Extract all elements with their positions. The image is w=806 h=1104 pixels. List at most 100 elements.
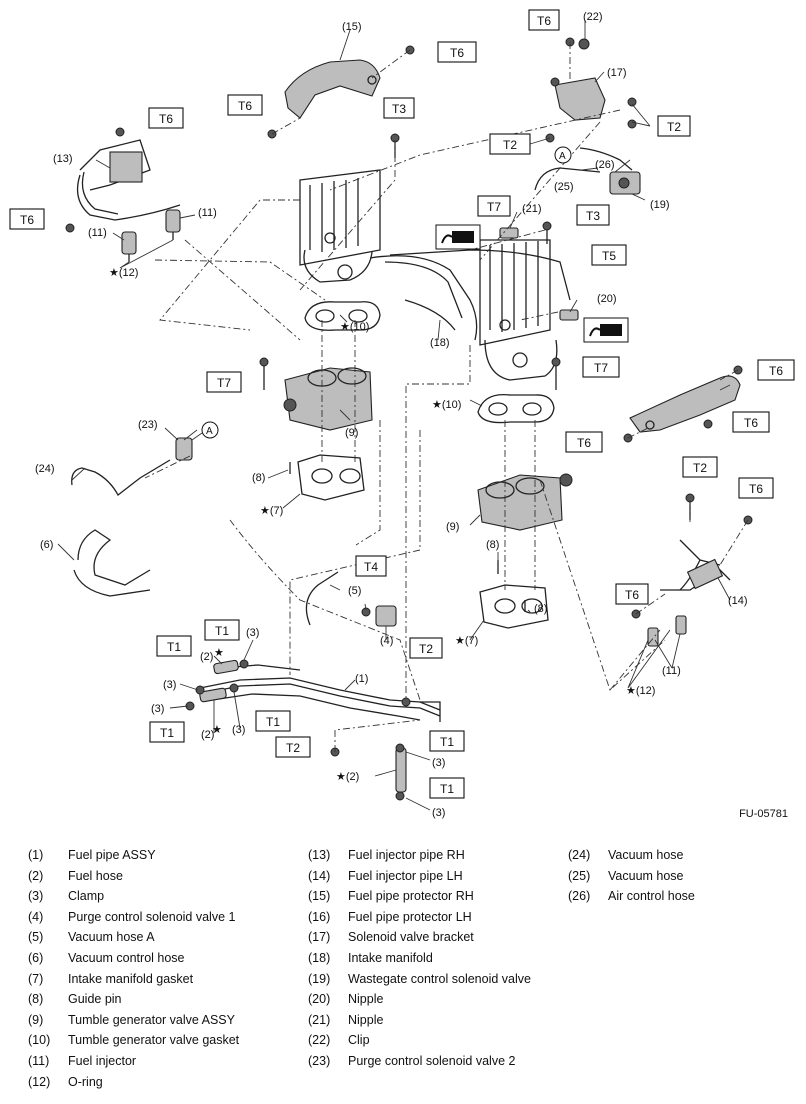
svg-text:T2: T2 [419, 642, 433, 656]
connection-marker-a: A [191, 421, 219, 441]
svg-text:T6: T6 [159, 112, 173, 126]
purge-solenoid-valve-1 [375, 605, 397, 627]
torque-tag-t2: T2 [682, 456, 718, 478]
torque-tag-t1: T1 [149, 721, 185, 743]
clamp [395, 743, 405, 753]
svg-text:(9): (9) [345, 427, 358, 439]
clamp [195, 685, 205, 695]
svg-text:(14): (14) [728, 595, 748, 607]
svg-text:★(10): ★(10) [340, 321, 369, 333]
legend-item: (17)Solenoid valve bracket [308, 930, 474, 945]
torque-tag-t6: T6 [732, 411, 770, 433]
wastegate-solenoid-valve [609, 171, 641, 195]
svg-text:T6: T6 [238, 99, 252, 113]
leader-lines [57, 20, 731, 811]
svg-text:T6: T6 [577, 436, 591, 450]
svg-text:T3: T3 [392, 102, 406, 116]
torque-tag-t2: T2 [489, 133, 531, 155]
intake-manifold-gasket-upper [297, 454, 365, 501]
svg-text:(23): (23) [138, 419, 158, 431]
fuel-hose-upper [213, 659, 239, 675]
svg-text:T6: T6 [625, 588, 639, 602]
svg-text:★: ★ [214, 647, 224, 659]
svg-text:T4: T4 [364, 560, 378, 574]
fuel-pipe-assy [199, 664, 441, 722]
parts-legend: (1)Fuel pipe ASSY (2)Fuel hose (3)Clamp … [28, 848, 788, 1098]
fuel-injector-left [121, 231, 137, 262]
svg-text:T6: T6 [749, 482, 763, 496]
svg-text:T7: T7 [594, 361, 608, 375]
svg-text:(24): (24) [35, 463, 55, 475]
legend-item: (21)Nipple [308, 1012, 384, 1027]
svg-text:(20): (20) [597, 293, 617, 305]
clamp [239, 659, 249, 669]
legend-column-2: (13)Fuel injector pipe RH (14)Fuel injec… [308, 848, 531, 1075]
svg-text:(15): (15) [342, 21, 362, 33]
svg-text:(3): (3) [432, 757, 445, 769]
svg-text:T7: T7 [487, 200, 501, 214]
svg-text:(3): (3) [232, 724, 245, 736]
torque-tag-t6: T6 [148, 107, 184, 129]
svg-text:★(7): ★(7) [455, 635, 478, 647]
nipple-20 [559, 309, 579, 321]
legend-item: (25)Vacuum hose [568, 868, 684, 883]
legend-item: (4)Purge control solenoid valve 1 [28, 909, 236, 924]
legend-item: (19)Wastegate control solenoid valve [308, 971, 531, 986]
legend-item: (26)Air control hose [568, 889, 695, 904]
intake-manifold [299, 169, 571, 381]
fuel-hose-mid [199, 687, 227, 703]
vacuum-control-hose [73, 529, 151, 597]
fuel-injector-right [165, 209, 181, 240]
svg-text:(3): (3) [151, 703, 164, 715]
sealant-icon [435, 224, 481, 250]
legend-item: (5)Vacuum hose A [28, 930, 155, 945]
torque-tag-t3: T3 [383, 97, 415, 119]
torque-tag-t1: T1 [204, 619, 240, 641]
svg-text:(3): (3) [163, 679, 176, 691]
svg-text:(3): (3) [432, 807, 445, 819]
svg-text:T1: T1 [167, 640, 181, 654]
svg-text:T6: T6 [450, 46, 464, 60]
torque-tag-t6: T6 [437, 41, 477, 63]
nipple-21 [499, 227, 519, 239]
fuel-injector-lh-right [675, 615, 687, 635]
legend-item: (13)Fuel injector pipe RH [308, 848, 465, 862]
svg-text:T1: T1 [266, 715, 280, 729]
svg-text:T6: T6 [769, 364, 783, 378]
exploded-parts-diagram: T6 T6 T6 T3 T2 T2 T6 T6 T7 T3 T5 T7 T7 T… [9, 9, 795, 819]
svg-text:★(7): ★(7) [260, 505, 283, 517]
torque-tag-t1: T1 [156, 635, 192, 657]
svg-text:(4): (4) [380, 635, 393, 647]
legend-item: (24)Vacuum hose [568, 848, 684, 862]
clamp [229, 683, 239, 693]
torque-tag-t7: T7 [206, 371, 242, 393]
torque-tag-t1: T1 [429, 777, 465, 799]
svg-text:★(12): ★(12) [626, 685, 655, 697]
svg-text:★(10): ★(10) [432, 399, 461, 411]
torque-tag-t4: T4 [355, 555, 387, 577]
svg-text:A: A [559, 151, 566, 162]
torque-tag-t6: T6 [9, 208, 45, 230]
svg-text:(8): (8) [252, 472, 265, 484]
svg-text:(17): (17) [607, 67, 627, 79]
svg-text:(18): (18) [430, 337, 450, 349]
legend-item: (23)Purge control solenoid valve 2 [308, 1053, 516, 1068]
figure-id: FU-05781 [739, 808, 788, 820]
alignment-lines [144, 42, 749, 752]
solenoid-valve-bracket [550, 77, 606, 121]
connection-marker-a: A [554, 146, 572, 164]
torque-tag-t3: T3 [576, 204, 610, 226]
svg-text:A: A [206, 426, 213, 437]
svg-text:(3): (3) [246, 627, 259, 639]
legend-column-3: (24)Vacuum hose (25)Vacuum hose (26)Air … [568, 848, 695, 910]
svg-text:T1: T1 [440, 735, 454, 749]
svg-text:(19): (19) [650, 199, 670, 211]
svg-text:T2: T2 [286, 741, 300, 755]
svg-text:T6: T6 [744, 416, 758, 430]
svg-text:★: ★ [212, 724, 222, 736]
svg-text:T2: T2 [693, 461, 707, 475]
legend-item: (3)Clamp [28, 889, 105, 904]
tumble-valve-assy-lower [477, 473, 573, 531]
legend-item: (20)Nipple [308, 992, 384, 1007]
legend-item: (6)Vacuum control hose [28, 950, 185, 965]
